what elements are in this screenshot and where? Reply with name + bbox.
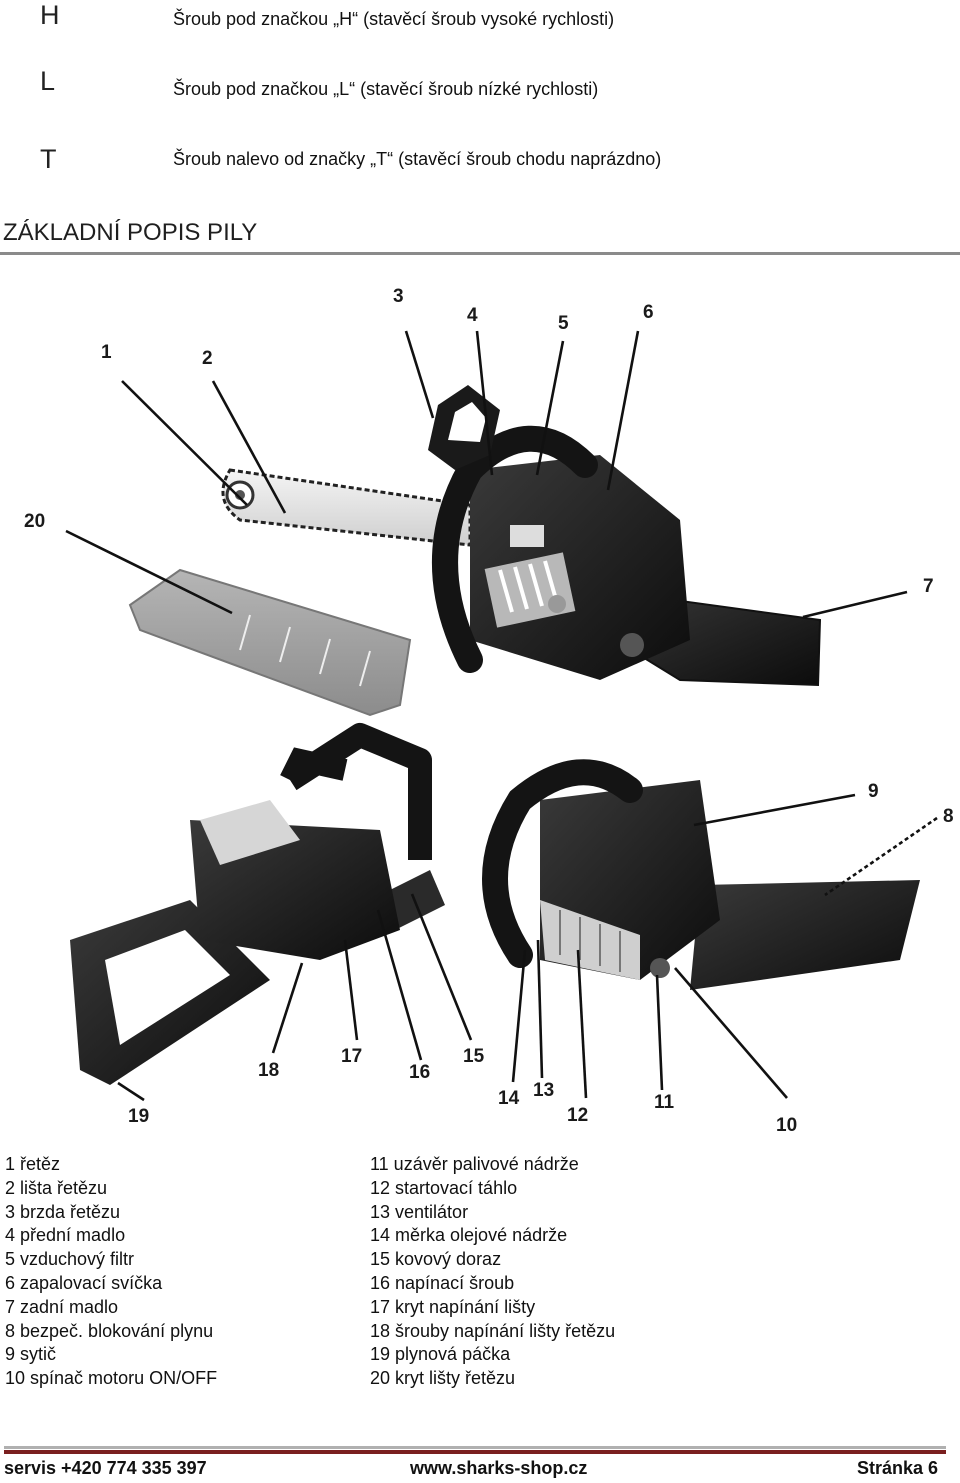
callout-20: 20 xyxy=(24,511,45,532)
part-item: 10 spínač motoru ON/OFF xyxy=(5,1368,218,1389)
callout-5: 5 xyxy=(558,313,569,334)
part-item: 5 vzduchový filtr xyxy=(5,1249,135,1270)
chainsaw-left-view xyxy=(70,723,445,1085)
callout-16: 16 xyxy=(409,1062,430,1083)
part-item: 2 lišta řetězu xyxy=(5,1177,108,1198)
callout-15: 15 xyxy=(463,1046,485,1067)
part-item: 9 sytič xyxy=(5,1344,57,1365)
parts-list-left: 1 řetěz 2 lišta řetězu 3 brzda řetězu 4 … xyxy=(5,1153,217,1391)
bar-cover-shape xyxy=(128,568,412,717)
part-item: 18 šrouby napínání lišty řetězu xyxy=(370,1320,616,1341)
footer-divider-light xyxy=(4,1446,946,1449)
footer-page-number: Stránka 6 xyxy=(856,1458,938,1478)
callout-10: 10 xyxy=(776,1115,797,1136)
part-item: 12 startovací táhlo xyxy=(370,1177,518,1198)
part-item: 17 kryt napínání lišty xyxy=(370,1296,536,1317)
callout-13: 13 xyxy=(533,1080,554,1101)
callout-14: 14 xyxy=(498,1088,520,1109)
callout-1: 1 xyxy=(101,342,112,363)
callout-9: 9 xyxy=(868,781,879,802)
callout-17: 17 xyxy=(341,1046,362,1067)
part-item: 7 zadní madlo xyxy=(5,1296,119,1317)
part-item: 19 plynová páčka xyxy=(370,1344,511,1365)
callout-12: 12 xyxy=(567,1105,588,1126)
footer-service-phone: servis +420 774 335 397 xyxy=(4,1458,207,1478)
screw-letter-l: L xyxy=(40,66,56,96)
part-item: 13 ventilátor xyxy=(370,1201,469,1222)
chainsaw-photo: 1 2 3 4 5 6 7 8 9 10 11 12 13 14 15 16 1… xyxy=(24,286,954,1136)
title-divider xyxy=(0,252,960,255)
screw-letter-t: T xyxy=(40,144,57,174)
part-item: 4 přední madlo xyxy=(5,1225,126,1246)
chainsaw-top-view xyxy=(221,385,822,687)
callout-6: 6 xyxy=(643,302,654,323)
callout-7: 7 xyxy=(923,576,934,597)
leader-lines xyxy=(65,330,938,1102)
part-item: 6 zapalovací svíčka xyxy=(5,1272,163,1293)
callout-19: 19 xyxy=(128,1106,149,1127)
screw-letter-h: H xyxy=(40,0,60,30)
part-item: 3 brzda řetězu xyxy=(5,1201,121,1222)
bar-cover-ribs xyxy=(239,614,371,687)
screw-description-t: Šroub nalevo od značky „T“ (stavěcí šrou… xyxy=(173,149,662,169)
part-item: 16 napínací šroub xyxy=(370,1272,515,1293)
callout-3: 3 xyxy=(393,286,404,307)
callout-18: 18 xyxy=(258,1060,279,1081)
part-item: 11 uzávěr palivové nádrže xyxy=(370,1154,579,1174)
callout-2: 2 xyxy=(202,348,213,369)
part-item: 14 měrka olejové nádrže xyxy=(370,1225,568,1246)
callout-4: 4 xyxy=(467,305,478,326)
callout-8: 8 xyxy=(943,806,954,827)
part-item: 20 kryt lišty řetězu xyxy=(370,1368,516,1389)
screw-description-l: Šroub pod značkou „L“ (stavěcí šroub níz… xyxy=(173,79,599,99)
part-item: 1 řetěz xyxy=(5,1154,61,1174)
chainsaw-right-view xyxy=(482,759,920,990)
part-item: 8 bezpeč. blokování plynu xyxy=(5,1320,214,1341)
part-item: 15 kovový doraz xyxy=(370,1249,502,1270)
screw-description-h: Šroub pod značkou „H“ (stavěcí šroub vys… xyxy=(173,9,615,29)
parts-list-right: 11 uzávěr palivové nádrže 12 startovací … xyxy=(370,1153,615,1391)
footer-divider-dark xyxy=(4,1450,946,1454)
callout-11: 11 xyxy=(654,1092,675,1113)
footer-website: www.sharks-shop.cz xyxy=(410,1458,588,1478)
section-title: ZÁKLADNÍ POPIS PILY xyxy=(3,219,258,246)
